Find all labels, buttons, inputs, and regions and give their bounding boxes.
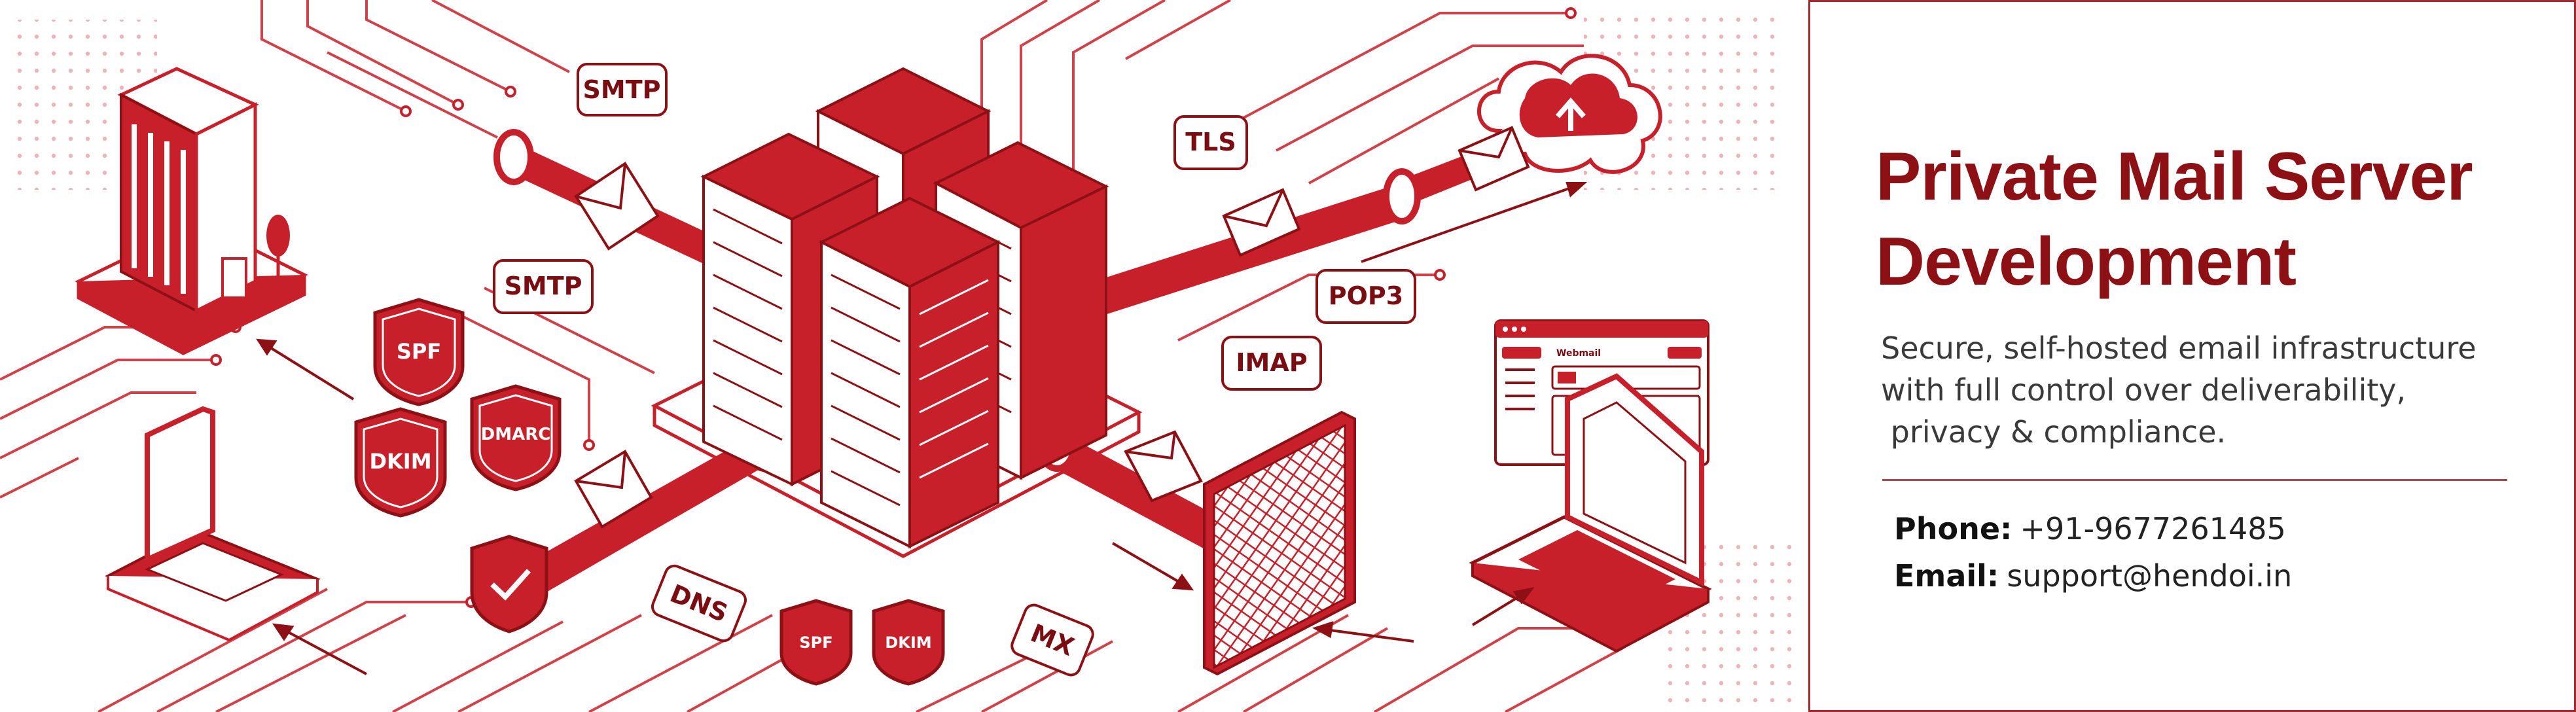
protocol-tag-pop3: POP3: [1315, 269, 1416, 324]
firewall-icon: [1203, 410, 1356, 676]
shield-dmarc-label: DMARC: [481, 425, 551, 444]
service-description: Secure, self-hosted email infrastructure…: [1881, 327, 2535, 453]
envelope-top-left: [574, 162, 660, 251]
panel-border-bottom: [1810, 710, 2576, 712]
protocol-tag-smtp-top: SMTP: [577, 63, 668, 116]
tablet-icon: [105, 406, 321, 642]
protocol-tag-tls-label: TLS: [1185, 128, 1236, 156]
envelope-bottom-right: [1124, 430, 1203, 503]
shield-spf-main: SPF: [373, 298, 465, 406]
cloud-upload-icon: [1477, 54, 1662, 174]
email-label: Email:: [1894, 558, 1999, 594]
envelope-cloud-pipe: [1458, 126, 1530, 192]
phone-contact: Phone:+91-9677261485: [1894, 509, 2286, 548]
phone-label: Phone:: [1894, 511, 2012, 546]
email-address[interactable]: support@hendoi.in: [2007, 558, 2293, 594]
mail-server-illustration: Webmail: [0, 0, 1793, 712]
section-divider: [1882, 479, 2507, 481]
shield-dkim-bottom-label: DKIM: [885, 633, 931, 652]
email-contact: Email:support@hendoi.in: [1894, 556, 2292, 596]
info-panel: Private Mail Server Development Secure, …: [1808, 0, 2576, 712]
envelope-bottom-left: [574, 450, 653, 529]
shield-spf-main-label: SPF: [397, 339, 441, 364]
description-line-3: privacy & compliance.: [1881, 414, 2227, 450]
envelope-right-pipe: [1222, 188, 1301, 257]
phone-number[interactable]: +91-9677261485: [2020, 511, 2286, 546]
flow-arrows: [256, 182, 1588, 675]
envelope-icon: [574, 126, 1530, 529]
page-title-line-2: Development: [1876, 224, 2297, 300]
page-title: Private Mail Server Development: [1876, 134, 2556, 304]
laptop-icon: [1469, 373, 1712, 653]
shield-dkim-main: DKIM: [354, 407, 447, 518]
shield-spf-bottom: SPF: [779, 599, 853, 686]
description-line-2: with full control over deliverability,: [1881, 372, 2406, 408]
shield-dkim-main-label: DKIM: [369, 449, 431, 474]
server-rack-icon: [700, 67, 1109, 549]
description-line-1: Secure, self-hosted email infrastructure: [1881, 330, 2477, 366]
checkmark-shield-icon: [470, 535, 548, 633]
protocol-tag-dns: DNS: [651, 564, 747, 643]
page-title-line-1: Private Mail Server: [1876, 139, 2473, 215]
protocol-tag-mx: MX: [1011, 603, 1094, 677]
server-rack-left: [700, 132, 880, 487]
office-building-icon: [75, 67, 308, 355]
webmail-window-title: Webmail: [1556, 348, 1601, 359]
shield-spf-bottom-label: SPF: [799, 633, 832, 652]
protocol-tag-imap-label: IMAP: [1236, 348, 1307, 377]
protocol-tag-imap: IMAP: [1221, 336, 1322, 391]
shield-dmarc: DMARC: [470, 384, 562, 491]
protocol-tag-tls: TLS: [1173, 115, 1248, 170]
tree-icon: [266, 215, 290, 288]
shield-dkim-bottom: DKIM: [872, 599, 945, 686]
panel-border-right: [2574, 0, 2576, 712]
circuit-traces: [0, 0, 1636, 712]
panel-border-top: [1810, 0, 2576, 2]
protocol-tag-pop3-label: POP3: [1329, 281, 1403, 310]
protocol-tag-smtp-left-label: SMTP: [505, 272, 582, 300]
server-rack-front: [818, 196, 1001, 549]
protocol-tag-smtp-left: SMTP: [493, 259, 594, 314]
protocol-tag-smtp-top-label: SMTP: [583, 75, 661, 104]
